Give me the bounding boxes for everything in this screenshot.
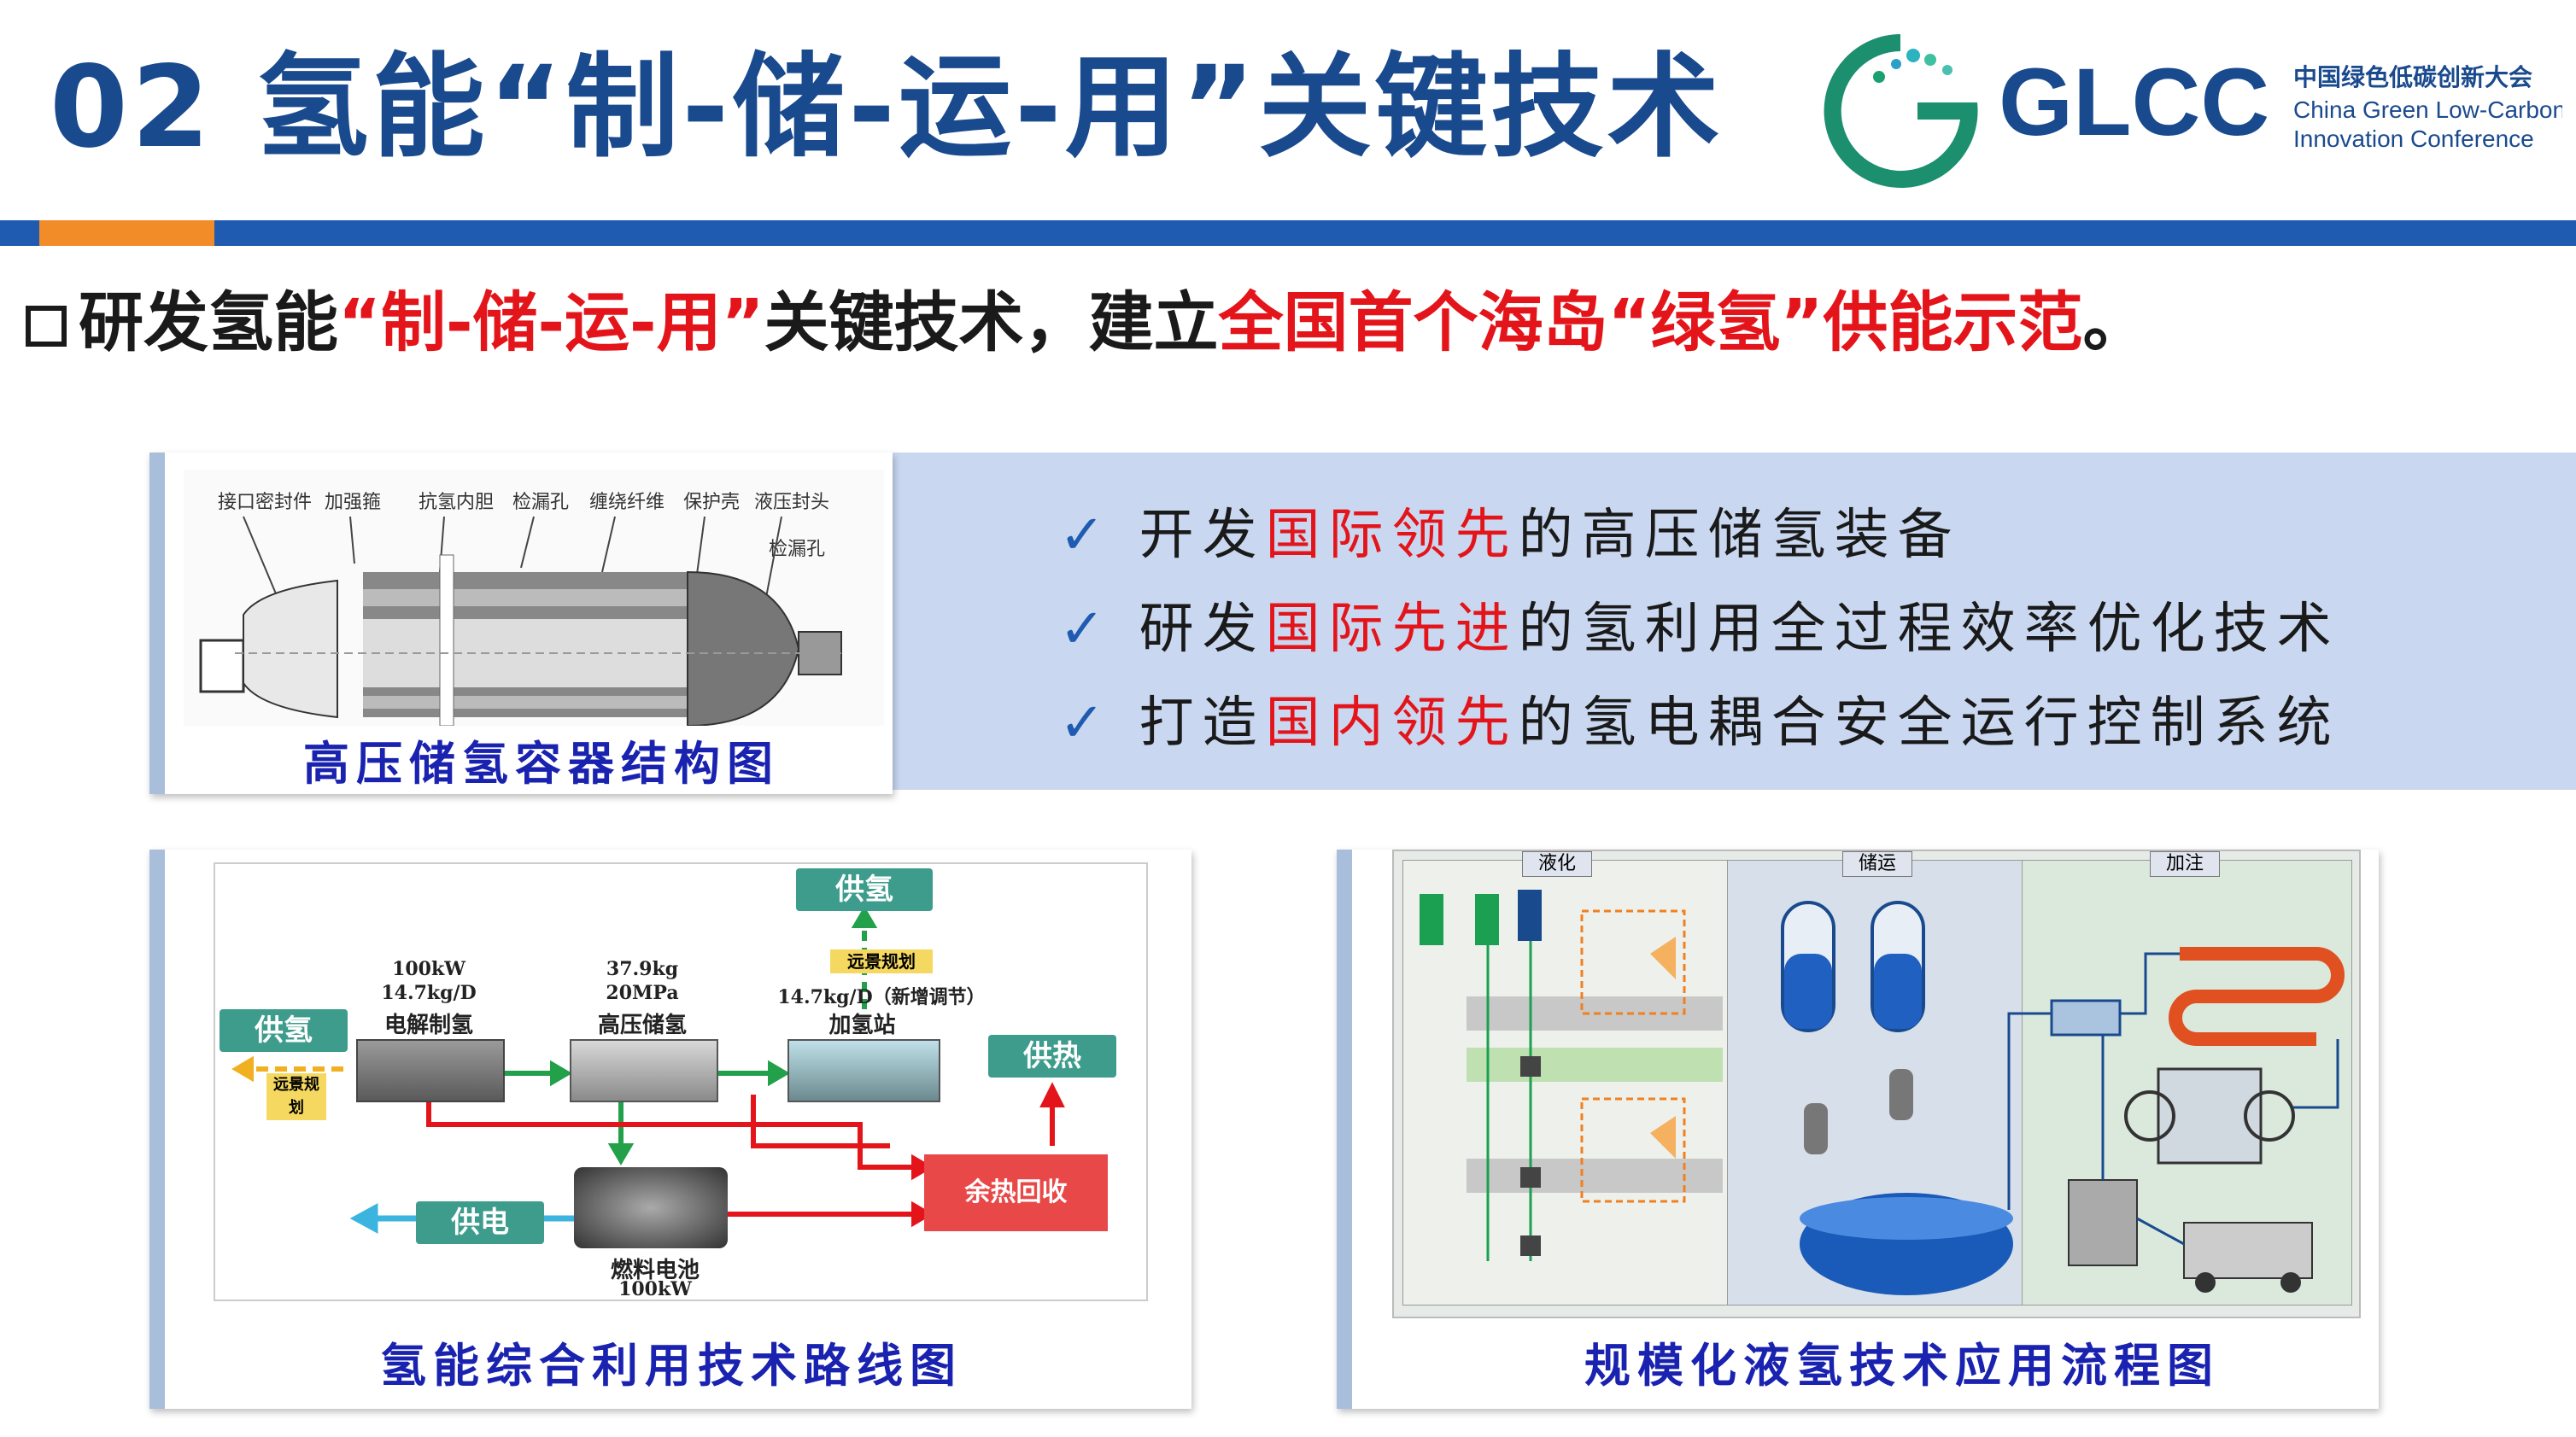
tag-supply-h2-left: 供氢 [220,1009,348,1052]
headline: 研发氢能“制-储-运-用”关键技术，建立全国首个海岛“绿氢”供能示范。 [26,290,2147,355]
electrolyzer-image [356,1039,505,1102]
check-icon: ✓ [1059,692,1114,755]
liquid-h2-diagram: 液化 储运 加注 [1392,850,2361,1318]
section-label: 储运 [1842,851,1912,877]
station-line1: 14.7kg/D（新增调节） [777,986,986,1008]
fuel-cell-line1: 100kW [618,1278,692,1300]
logo-en-2: Innovation Conference [2293,126,2534,152]
bullet-post: 的氢利用全过程效率优化技术 [1518,598,2340,661]
bullet-highlight: 国际先进 [1265,598,1519,661]
bullet-post: 的氢电耦合安全运行控制系统 [1518,692,2340,755]
storage-image [570,1039,718,1102]
fuel-cell-name: 燃料电池 [610,1258,700,1283]
route-diagram: 余热回收 供氢 供氢 供热 供电 远景规划 远景规划 100kW 14.7kg/… [214,862,1148,1301]
headline-part-2: “制-储-运-用” [338,284,764,360]
bullet-pre: 打造 [1139,692,1266,755]
vessel-label: 加强箍 [325,492,381,513]
panel-accent [149,453,165,794]
storage-line2: 20MPa [606,982,679,1004]
storage-name: 高压储氢 [597,1013,687,1038]
headline-part-3: 关键技术，建立 [764,284,1219,360]
panel-route: 余热回收 供氢 供氢 供热 供电 远景规划 远景规划 100kW 14.7kg/… [149,850,1191,1409]
checkbox-icon [26,306,67,347]
bullet-pre: 开发 [1139,504,1266,567]
route-arrows [231,906,1065,1234]
elec-line1: 100kW [392,958,465,980]
panel-accent [1337,850,1352,1409]
tag-supply-h2: 供氢 [796,868,933,911]
elec-line2: 14.7kg/D [381,982,477,1004]
check-icon: ✓ [1059,598,1114,661]
divider-accent [39,220,214,246]
bullet-item: ✓ 打造国内领先的氢电耦合安全运行控制系统 [1059,679,2340,757]
glcc-logo: GLCC 中国绿色低碳创新大会 China Green Low-Carbon I… [1819,26,2566,188]
headline-part-5: 。 [2082,284,2148,360]
station-image [787,1039,940,1102]
station-name: 加氢站 [828,1013,896,1038]
divider-bar [0,220,2576,246]
bullets-background [880,453,2576,790]
fuel-cell-image [574,1167,728,1248]
logo-en-1: China Green Low-Carbon [2293,96,2562,123]
vessel-diagram: 接口密封件 加强箍 抗氢内胆 检漏孔 缠绕纤维 保护壳 液压封头 检漏孔 [184,470,884,726]
section-label: 加注 [2150,851,2220,877]
logo-cn: 中国绿色低碳创新大会 [2293,63,2532,91]
bullet-highlight: 国际领先 [1265,504,1519,567]
bullet-highlight: 国内领先 [1265,692,1519,755]
caption-vessel: 高压储氢容器结构图 [303,736,780,791]
logo-name: GLCC [1999,49,2269,155]
heat-recovery-box: 余热回收 [924,1154,1108,1231]
tag-remote-left: 远景规划 [266,1073,326,1120]
glcc-emblem-icon: GLCC 中国绿色低碳创新大会 China Green Low-Carbon I… [1824,34,2566,188]
vessel-label: 液压封头 [754,492,829,513]
elec-name: 电解制氢 [383,1013,473,1038]
bullet-pre: 研发 [1139,598,1266,661]
panel-accent [149,850,165,1409]
headline-part-1: 研发氢能 [79,284,338,360]
tag-supply-power: 供电 [416,1201,544,1244]
page-title: 02 氢能“制-储-运-用”关键技术 [50,42,1724,173]
vessel-label: 抗氢内胆 [419,492,494,513]
bullet-item: ✓ 开发国际领先的高压储氢装备 [1059,491,1961,570]
headline-part-4: 全国首个海岛“绿氢”供能示范 [1218,284,2083,360]
liquid-h2-graphics [1420,890,2345,1295]
vessel-label: 保护壳 [683,492,740,513]
tag-remote: 远景规划 [830,949,933,973]
check-icon: ✓ [1059,504,1114,567]
vessel-label: 缠绕纤维 [589,492,664,513]
section-label: 液化 [1522,851,1592,877]
vessel-label: 检漏孔 [769,539,825,560]
vessel-label: 检漏孔 [512,492,569,513]
caption-route: 氢能综合利用技术路线图 [380,1338,963,1393]
panel-liquid-h2: 液化 储运 加注 [1337,850,2379,1409]
bullet-item: ✓ 研发国际先进的氢利用全过程效率优化技术 [1059,585,2340,663]
caption-liquid-h2: 规模化液氢技术应用流程图 [1584,1338,2220,1393]
vessel-label: 接口密封件 [218,492,312,513]
bullet-post: 的高压储氢装备 [1518,504,1961,567]
storage-line1: 37.9kg [606,958,679,980]
section-liquefaction [1402,860,1729,1306]
panel-vessel: 接口密封件 加强箍 抗氢内胆 检漏孔 缠绕纤维 保护壳 液压封头 检漏孔 高压储… [149,453,893,794]
tag-supply-heat: 供热 [988,1035,1116,1078]
